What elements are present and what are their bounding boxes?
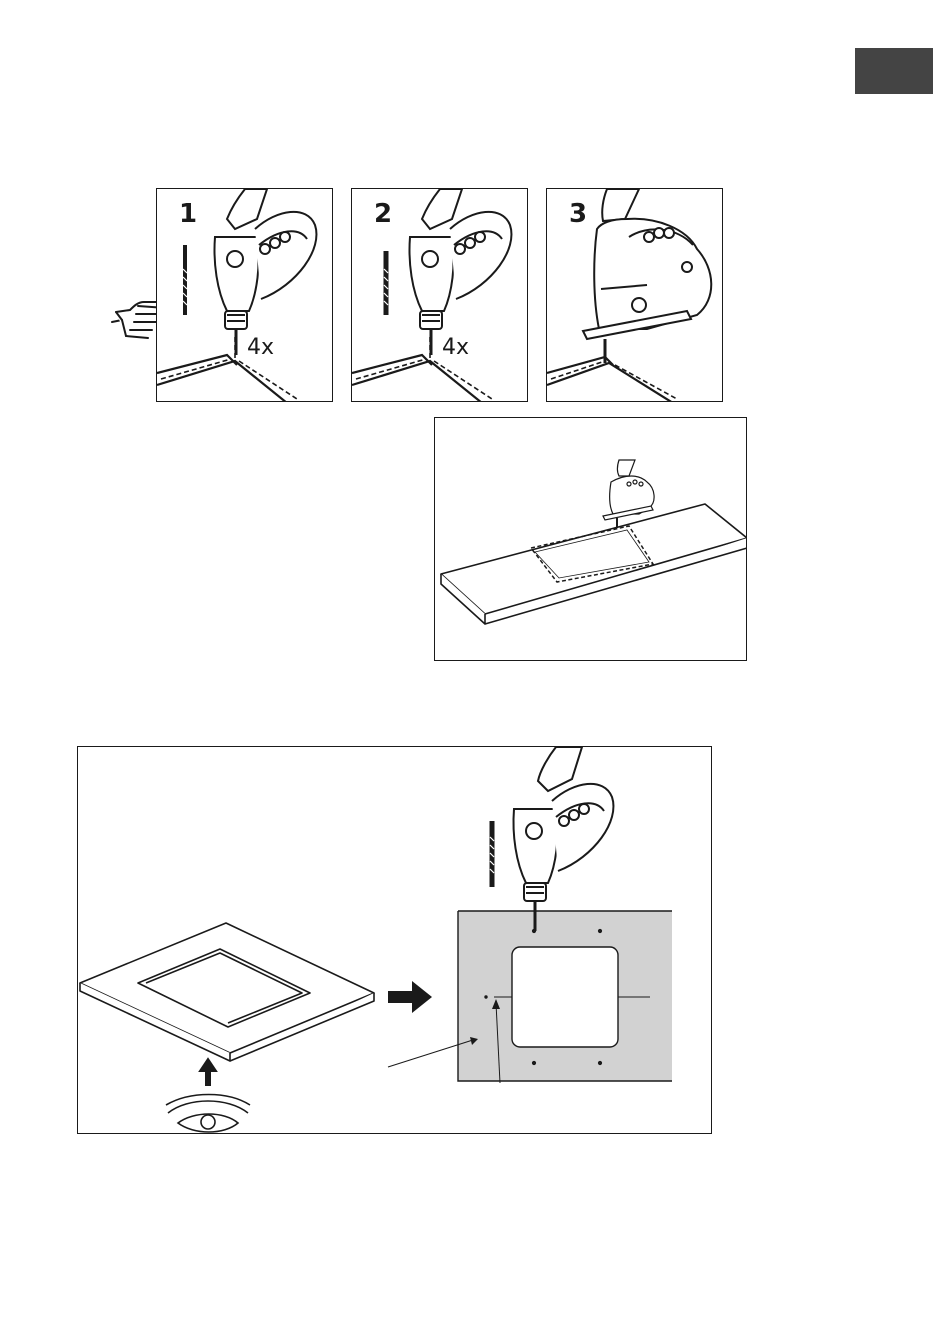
arrow-up-icon xyxy=(200,1059,216,1085)
drill-bit-icon xyxy=(490,821,494,887)
drill-icon xyxy=(215,189,317,355)
step-1-count: 4x xyxy=(247,335,274,360)
drill-icon xyxy=(514,747,614,931)
step-2-count: 4x xyxy=(442,335,469,360)
eye-icon xyxy=(166,1095,250,1133)
jigsaw-icon xyxy=(583,189,711,363)
step-3-number: 3 xyxy=(569,199,587,229)
step-2-panel: 2 4x xyxy=(351,188,528,402)
countertop-illustration xyxy=(435,418,747,661)
cut-opening xyxy=(512,947,618,1047)
drill-icon xyxy=(410,189,512,355)
language-tab xyxy=(855,48,933,94)
drill-bit-icon xyxy=(384,251,388,315)
template-panel xyxy=(77,746,712,1134)
step-2-number: 2 xyxy=(374,199,392,229)
template-illustration xyxy=(78,747,712,1134)
cutout-template xyxy=(80,923,374,1061)
step-1-number: 1 xyxy=(179,199,197,229)
arrow-right-icon xyxy=(388,981,432,1013)
drill-bit-icon xyxy=(183,245,187,315)
countertop-cut-panel xyxy=(434,417,747,661)
jigsaw-icon xyxy=(603,460,654,528)
step-3-panel: 3 xyxy=(546,188,723,402)
step-1-panel: 1 4x xyxy=(156,188,333,402)
